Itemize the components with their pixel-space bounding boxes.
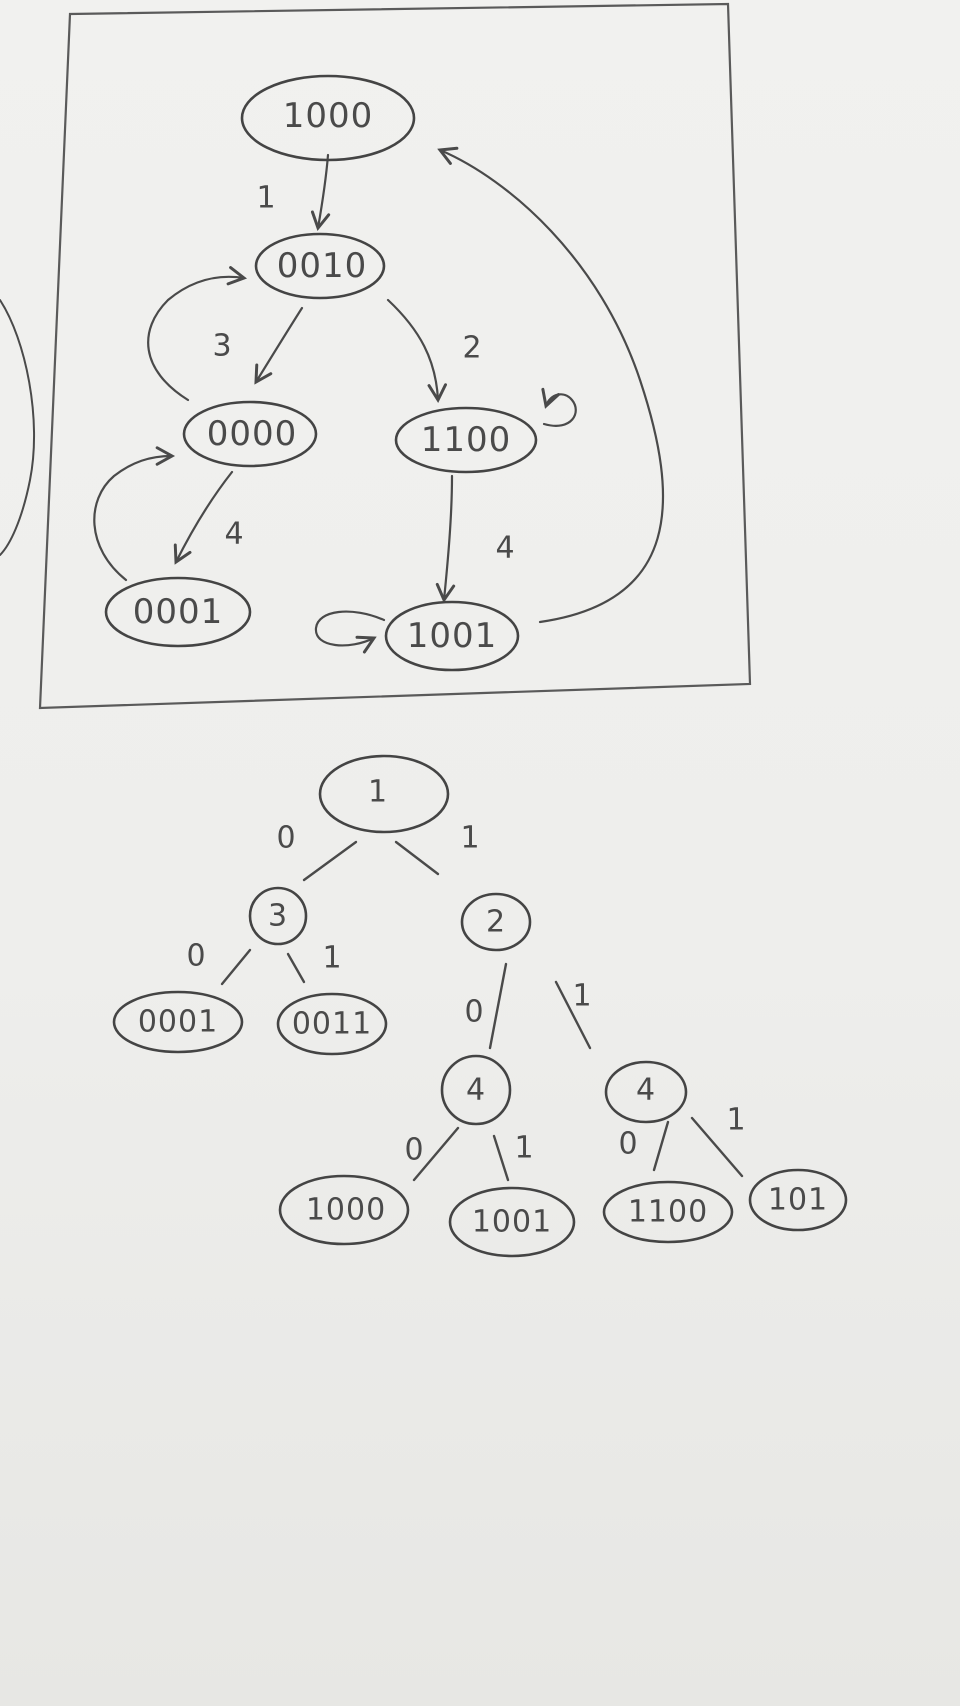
svg-text:0001: 0001 bbox=[133, 592, 224, 632]
decision-tree: 0 1 0 1 0 1 0 1 bbox=[112, 754, 848, 1258]
tree-leaf-1000: 1000 bbox=[278, 1174, 410, 1246]
tree-node-3: 3 bbox=[248, 886, 308, 946]
state-node-1100: 1100 bbox=[394, 406, 538, 474]
edge-label: 0 bbox=[464, 995, 483, 1030]
transition-1000-0010: 1 bbox=[256, 153, 331, 232]
svg-text:0011: 0011 bbox=[292, 1007, 372, 1042]
svg-text:4: 4 bbox=[636, 1073, 656, 1108]
svg-text:3: 3 bbox=[268, 899, 288, 934]
edge-label: 1 bbox=[514, 1131, 533, 1166]
edge-label: 0 bbox=[186, 939, 205, 974]
transition-0000-0001: 4 bbox=[173, 470, 244, 565]
svg-text:2: 2 bbox=[486, 905, 506, 940]
tree-node-1: 1 bbox=[318, 754, 450, 834]
state-node-0010: 0010 bbox=[254, 232, 386, 300]
svg-text:0001: 0001 bbox=[138, 1005, 218, 1040]
tree-edge-1-2: 1 bbox=[394, 821, 480, 876]
transition-1001-self-loop bbox=[314, 610, 386, 654]
svg-text:0000: 0000 bbox=[207, 414, 298, 454]
svg-text:1000: 1000 bbox=[283, 96, 374, 136]
edge-label: 0 bbox=[618, 1127, 637, 1162]
svg-text:1100: 1100 bbox=[421, 420, 512, 460]
svg-text:4: 4 bbox=[466, 1073, 486, 1108]
transition-label: 4 bbox=[224, 517, 243, 552]
svg-text:1001: 1001 bbox=[472, 1205, 552, 1240]
tree-edge-2-4b: 1 bbox=[554, 979, 592, 1050]
tree-leaf-101: 101 bbox=[748, 1168, 848, 1232]
tree-edge-4a-1000: 0 bbox=[404, 1126, 460, 1182]
tree-edge-3-0011: 1 bbox=[286, 941, 342, 984]
transition-1100-1001: 4 bbox=[435, 474, 515, 604]
state-diagram: 1 3 2 4 4 bbox=[38, 2, 752, 710]
tree-edge-3-0001: 0 bbox=[186, 939, 252, 986]
transition-1100-self-loop bbox=[541, 387, 577, 427]
transition-0010-1100: 2 bbox=[386, 298, 482, 404]
tree-edge-2-4a: 0 bbox=[464, 962, 508, 1050]
transition-label: 2 bbox=[462, 331, 481, 366]
tree-leaf-1100: 1100 bbox=[602, 1180, 734, 1244]
diagram-frame bbox=[38, 2, 752, 710]
tree-edge-4b-1100: 0 bbox=[618, 1120, 670, 1172]
edge-label: 1 bbox=[322, 941, 341, 976]
edge-label: 1 bbox=[460, 821, 479, 856]
tree-node-2: 2 bbox=[460, 892, 532, 952]
transition-0001-0000 bbox=[93, 446, 176, 582]
tree-leaf-0011: 0011 bbox=[276, 992, 388, 1056]
transition-label: 3 bbox=[212, 329, 231, 364]
transition-label: 4 bbox=[495, 531, 514, 566]
tree-node-4b: 4 bbox=[604, 1060, 688, 1124]
tree-leaf-1001: 1001 bbox=[448, 1186, 576, 1258]
edge-label: 1 bbox=[726, 1103, 745, 1138]
tree-edge-4a-1001: 1 bbox=[492, 1131, 534, 1182]
svg-text:101: 101 bbox=[768, 1183, 828, 1218]
svg-text:1100: 1100 bbox=[628, 1195, 708, 1230]
tree-node-4a: 4 bbox=[440, 1054, 512, 1126]
state-node-1000: 1000 bbox=[240, 74, 416, 162]
svg-text:0010: 0010 bbox=[277, 246, 368, 286]
svg-text:1: 1 bbox=[368, 775, 388, 810]
transition-0000-0010: 3 bbox=[147, 266, 248, 402]
state-node-0000: 0000 bbox=[182, 400, 318, 468]
edge-label: 0 bbox=[404, 1133, 423, 1168]
svg-text:1001: 1001 bbox=[407, 616, 498, 656]
transition-0010-0000 bbox=[254, 306, 304, 385]
state-node-0001: 0001 bbox=[104, 576, 252, 648]
left-edge-curve bbox=[0, 299, 36, 556]
tree-edge-4b-101: 1 bbox=[690, 1103, 746, 1178]
svg-text:1000: 1000 bbox=[306, 1193, 386, 1228]
edge-label: 1 bbox=[572, 979, 591, 1014]
tree-edge-1-3: 0 bbox=[276, 821, 358, 882]
tree-leaf-0001: 0001 bbox=[112, 990, 244, 1054]
transition-1001-1000 bbox=[437, 146, 665, 624]
edge-label: 0 bbox=[276, 821, 295, 856]
transition-label: 1 bbox=[256, 181, 275, 216]
state-node-1001: 1001 bbox=[384, 600, 520, 672]
